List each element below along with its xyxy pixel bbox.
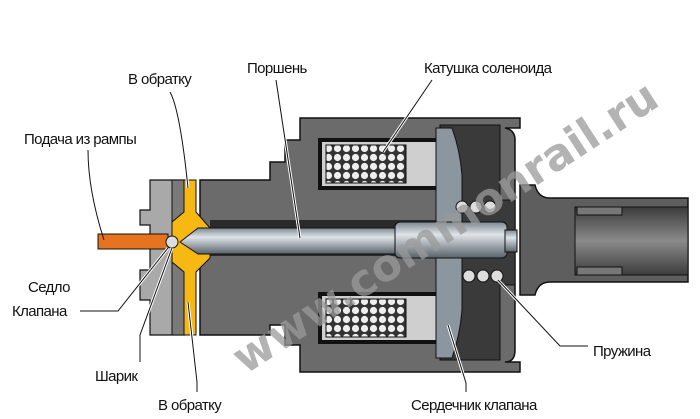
- electrical-connector: [519, 184, 689, 296]
- label-seat-line1: Седло: [28, 279, 70, 296]
- piston: [179, 221, 518, 259]
- label-armature: Сердечник клапана: [411, 397, 538, 414]
- valve-ball: [165, 235, 179, 249]
- fuel-supply-line: [97, 233, 169, 250]
- label-solenoid-coil: Катушка соленоида: [424, 60, 553, 77]
- label-return-bottom: В обратку: [158, 397, 222, 414]
- solenoid-coil: [318, 138, 440, 344]
- label-ball: Шарик: [95, 368, 138, 385]
- label-piston: Поршень: [247, 60, 308, 77]
- label-spring: Пружина: [593, 343, 652, 360]
- label-return-top: В обратку: [128, 71, 192, 88]
- label-seat-line2: Клапана: [12, 303, 68, 320]
- spring: [455, 200, 504, 283]
- return-channel: [171, 179, 211, 336]
- leader-lines: [80, 79, 588, 392]
- label-supply: Подача из рампы: [24, 131, 136, 148]
